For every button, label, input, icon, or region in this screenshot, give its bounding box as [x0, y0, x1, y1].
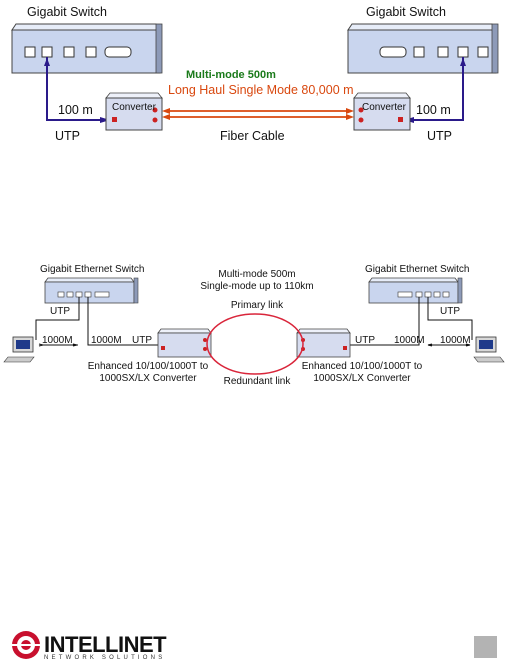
right-distance-label: 100 m	[416, 103, 451, 117]
redundant-link-label: Redundant link	[223, 376, 291, 387]
pc-right-icon	[473, 336, 505, 363]
multimode-label: Multi-mode 500m	[186, 69, 276, 81]
converter-right-desc-line2: 1000SX/LX Converter	[313, 373, 411, 384]
fiber-ring	[206, 313, 304, 375]
brand-name: INTELLINET	[44, 632, 167, 657]
gbe-switch-right-label: Gigabit Ethernet Switch	[365, 264, 470, 275]
switch-left-label: Gigabit Switch	[27, 5, 107, 19]
converter-right-label: Converter	[362, 102, 406, 113]
fiber-cable	[162, 108, 354, 120]
brand-tagline: NETWORK SOLUTIONS	[44, 655, 166, 661]
utp-right-conv-label: UTP	[355, 335, 375, 346]
conv-right-speed-label: 1000M	[394, 335, 425, 346]
intellinet-logo-icon	[10, 631, 42, 659]
gbe-mode-line1: Multi-mode 500m	[218, 269, 296, 280]
gbe-converter-left	[157, 328, 212, 358]
switch-right-label: Gigabit Switch	[366, 5, 446, 19]
pc-left-speed-label: 1000M	[42, 335, 73, 346]
converter-left-desc-line1: Enhanced 10/100/1000T to	[87, 361, 209, 372]
gbe-cables	[35, 297, 473, 347]
primary-link-label: Primary link	[230, 300, 284, 311]
switch-right	[347, 23, 499, 74]
converter-right	[353, 92, 411, 131]
gbe-switch-left-label: Gigabit Ethernet Switch	[40, 264, 145, 275]
converter-left	[105, 92, 163, 131]
utp-right-top-label: UTP	[440, 306, 460, 317]
long-haul-label: Long Haul Single Mode 80,000 m	[168, 83, 354, 97]
converter-right-desc-line1: Enhanced 10/100/1000T to	[301, 361, 423, 372]
converter-left-label: Converter	[112, 102, 156, 113]
switch-left	[11, 23, 163, 74]
pc-left-icon	[3, 336, 35, 363]
gbe-mode-line2: Single-mode up to 110km	[200, 281, 314, 292]
left-distance-label: 100 m	[58, 103, 93, 117]
gbe-switch-left	[44, 277, 139, 304]
fiber-cable-label: Fiber Cable	[220, 129, 285, 143]
left-utp-label: UTP	[55, 129, 80, 143]
conv-left-speed-label: 1000M	[91, 335, 122, 346]
utp-left-top-label: UTP	[50, 306, 70, 317]
gbe-converter-right	[296, 328, 351, 358]
pc-right-speed-label: 1000M	[440, 335, 471, 346]
page-number-box	[474, 636, 497, 658]
right-utp-label: UTP	[427, 129, 452, 143]
gbe-switch-right	[368, 277, 463, 304]
converter-left-desc-line2: 1000SX/LX Converter	[99, 373, 197, 384]
utp-link-left	[44, 57, 110, 123]
utp-left-conv-label: UTP	[132, 335, 152, 346]
